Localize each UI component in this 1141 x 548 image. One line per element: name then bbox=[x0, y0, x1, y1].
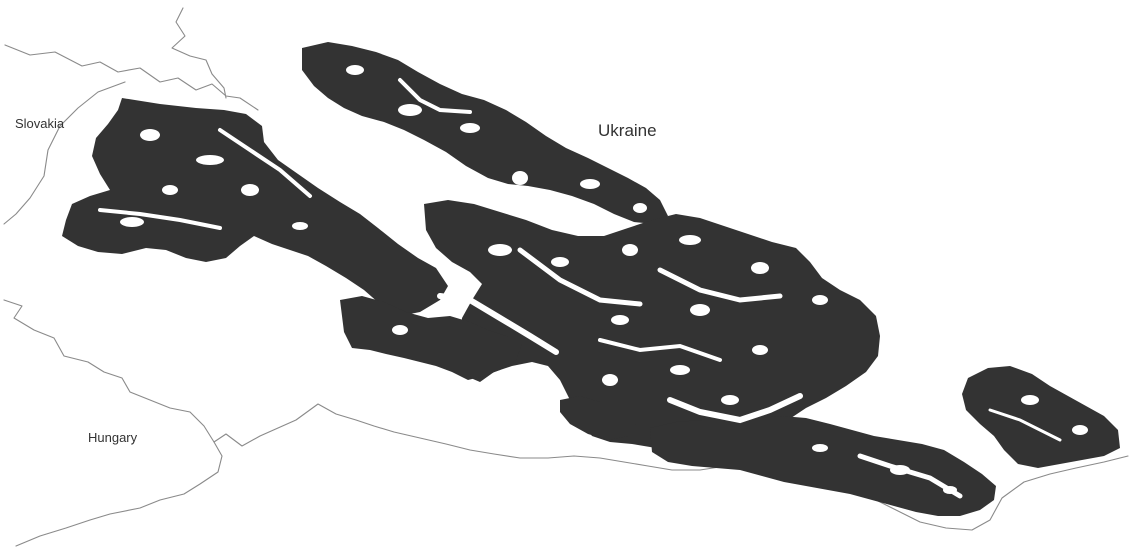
forest-region-southwest-strip bbox=[560, 396, 636, 440]
border-slovakia-ukraine-north bbox=[171, 7, 227, 99]
forest-region-east bbox=[962, 366, 1120, 468]
country-label-ukraine: Ukraine bbox=[598, 121, 657, 140]
forest-region-south bbox=[650, 416, 996, 516]
forest-coverage bbox=[62, 42, 1120, 516]
border-hungary-north bbox=[3, 299, 223, 547]
forest-gaps bbox=[98, 65, 1088, 499]
forest-region-mid-south bbox=[340, 296, 522, 380]
forest-region-north bbox=[302, 42, 668, 224]
border-slovakia-hungary bbox=[3, 81, 126, 225]
border-slovakia-ukraine bbox=[4, 44, 259, 111]
country-label-hungary: Hungary bbox=[88, 430, 138, 445]
forest-region-west bbox=[62, 98, 448, 316]
forest-region-central bbox=[424, 200, 880, 452]
country-borders bbox=[3, 7, 1129, 547]
country-label-slovakia: Slovakia bbox=[15, 116, 65, 131]
border-hungary-ukraine bbox=[213, 403, 1129, 531]
